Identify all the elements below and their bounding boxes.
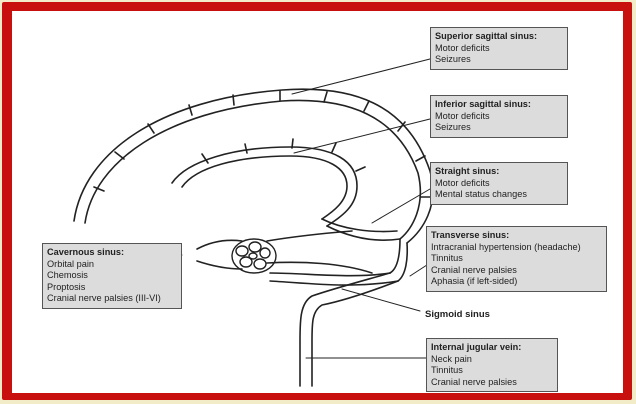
callout-line: Cranial nerve palsies — [431, 265, 602, 277]
callout-line: Orbital pain — [47, 259, 177, 271]
inferior-sagittal-sinus-callout: Inferior sagittal sinus: Motor deficits … — [430, 95, 568, 138]
callout-title: Inferior sagittal sinus: — [435, 99, 563, 111]
callout-line: Tinnitus — [431, 365, 553, 377]
callout-line: Motor deficits — [435, 43, 563, 55]
callout-title: Cavernous sinus: — [47, 247, 177, 259]
callout-line: Motor deficits — [435, 111, 563, 123]
great-cerebral-vein-shape — [390, 239, 407, 281]
callout-line: Seizures — [435, 122, 563, 134]
superior-sagittal-sinus-callout: Superior sagittal sinus: Motor deficits … — [430, 27, 568, 70]
callout-title: Straight sinus: — [435, 166, 563, 178]
callout-line: Neck pain — [431, 354, 553, 366]
callout-line: Proptosis — [47, 282, 177, 294]
transverse-sinus-callout: Transverse sinus: Intracranial hypertens… — [426, 226, 607, 292]
inferior-sagittal-sinus-shape — [172, 139, 365, 226]
callout-line: Cranial nerve palsies — [431, 377, 553, 389]
cavernous-sinus-callout: Cavernous sinus: Orbital pain Chemosis P… — [42, 243, 182, 309]
red-frame: Superior sagittal sinus: Motor deficits … — [2, 2, 632, 400]
straight-sinus-callout: Straight sinus: Motor deficits Mental st… — [430, 162, 568, 205]
callout-line: Mental status changes — [435, 189, 563, 201]
callout-line: Seizures — [435, 54, 563, 66]
sigmoid-jugular-shape — [300, 273, 398, 386]
superior-sagittal-sinus-shape — [74, 89, 433, 243]
callout-line: Intracranial hypertension (headache) — [431, 242, 602, 254]
callout-line: Aphasia (if left-sided) — [431, 276, 602, 288]
diagram-panel: Superior sagittal sinus: Motor deficits … — [12, 11, 623, 393]
cavernous-sinus-cluster — [232, 239, 276, 273]
callout-line: Tinnitus — [431, 253, 602, 265]
callout-line: Motor deficits — [435, 178, 563, 190]
sigmoid-sinus-label: Sigmoid sinus — [425, 309, 490, 320]
callout-line: Chemosis — [47, 270, 177, 282]
callout-title: Transverse sinus: — [431, 230, 602, 242]
callout-title: Superior sagittal sinus: — [435, 31, 563, 43]
internal-jugular-vein-callout: Internal jugular vein: Neck pain Tinnitu… — [426, 338, 558, 392]
callout-line: Cranial nerve palsies (III-VI) — [47, 293, 177, 305]
callout-title: Internal jugular vein: — [431, 342, 553, 354]
